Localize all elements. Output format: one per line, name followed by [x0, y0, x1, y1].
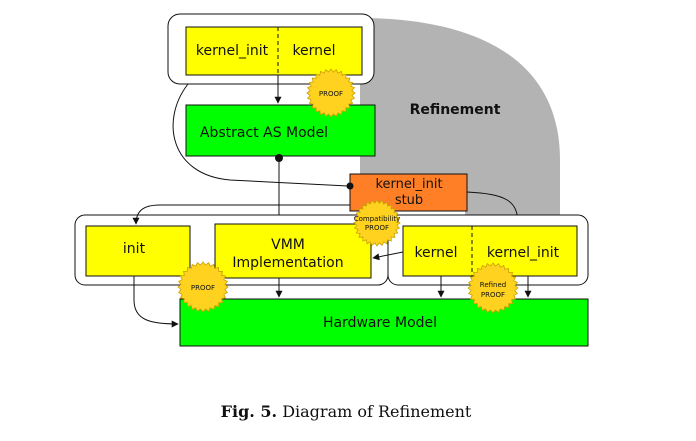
- refined-proof-line2: PROOF: [481, 291, 505, 299]
- arrow-kernel-init-to-stub: [172, 83, 349, 187]
- init-label: init: [123, 241, 146, 257]
- stub-line2: stub: [395, 193, 423, 208]
- compat-proof-line2: PROOF: [365, 224, 389, 232]
- proof-left-label: PROOF: [191, 284, 215, 292]
- proof-seal-left: [177, 261, 229, 313]
- refinement-band: [360, 18, 560, 222]
- stub-line1: kernel_init: [375, 177, 442, 192]
- top-module-box: [185, 26, 363, 76]
- abstract-model-label: Abstract AS Model: [200, 125, 328, 141]
- arrow-init-to-hardware: [133, 276, 179, 328]
- init-box: [85, 225, 191, 277]
- hardware-model-label: Hardware Model: [323, 315, 437, 331]
- top-kernel-label: kernel: [292, 43, 335, 59]
- vmm-line2: Implementation: [232, 255, 343, 271]
- compat-proof-seal: [353, 199, 401, 247]
- arrow-to-init: [132, 204, 350, 225]
- refined-kernel-label: kernel: [414, 245, 457, 261]
- stub-dot: [346, 182, 354, 190]
- vmm-line1: VMM: [271, 237, 305, 253]
- refined-proof-line1: Refined: [480, 281, 506, 289]
- proof-top-label: PROOF: [319, 90, 343, 98]
- caption-label: Fig. 5.: [221, 402, 277, 421]
- refinement-label: Refinement: [410, 102, 501, 118]
- caption-text: Diagram of Refinement: [277, 402, 472, 421]
- top-kernel-init-label: kernel_init: [196, 43, 269, 59]
- arrow-refined-to-vmm: [372, 251, 404, 261]
- proof-seal-top: [306, 68, 356, 118]
- compat-proof-line1: Compatibility: [354, 215, 401, 223]
- hardware-model-box: [179, 298, 589, 347]
- refined-proof-seal: [467, 262, 519, 314]
- figure-caption: Fig. 5. Diagram of Refinement: [221, 402, 472, 421]
- refined-kernel-init-label: kernel_init: [487, 245, 560, 261]
- vmm-box: [214, 223, 372, 279]
